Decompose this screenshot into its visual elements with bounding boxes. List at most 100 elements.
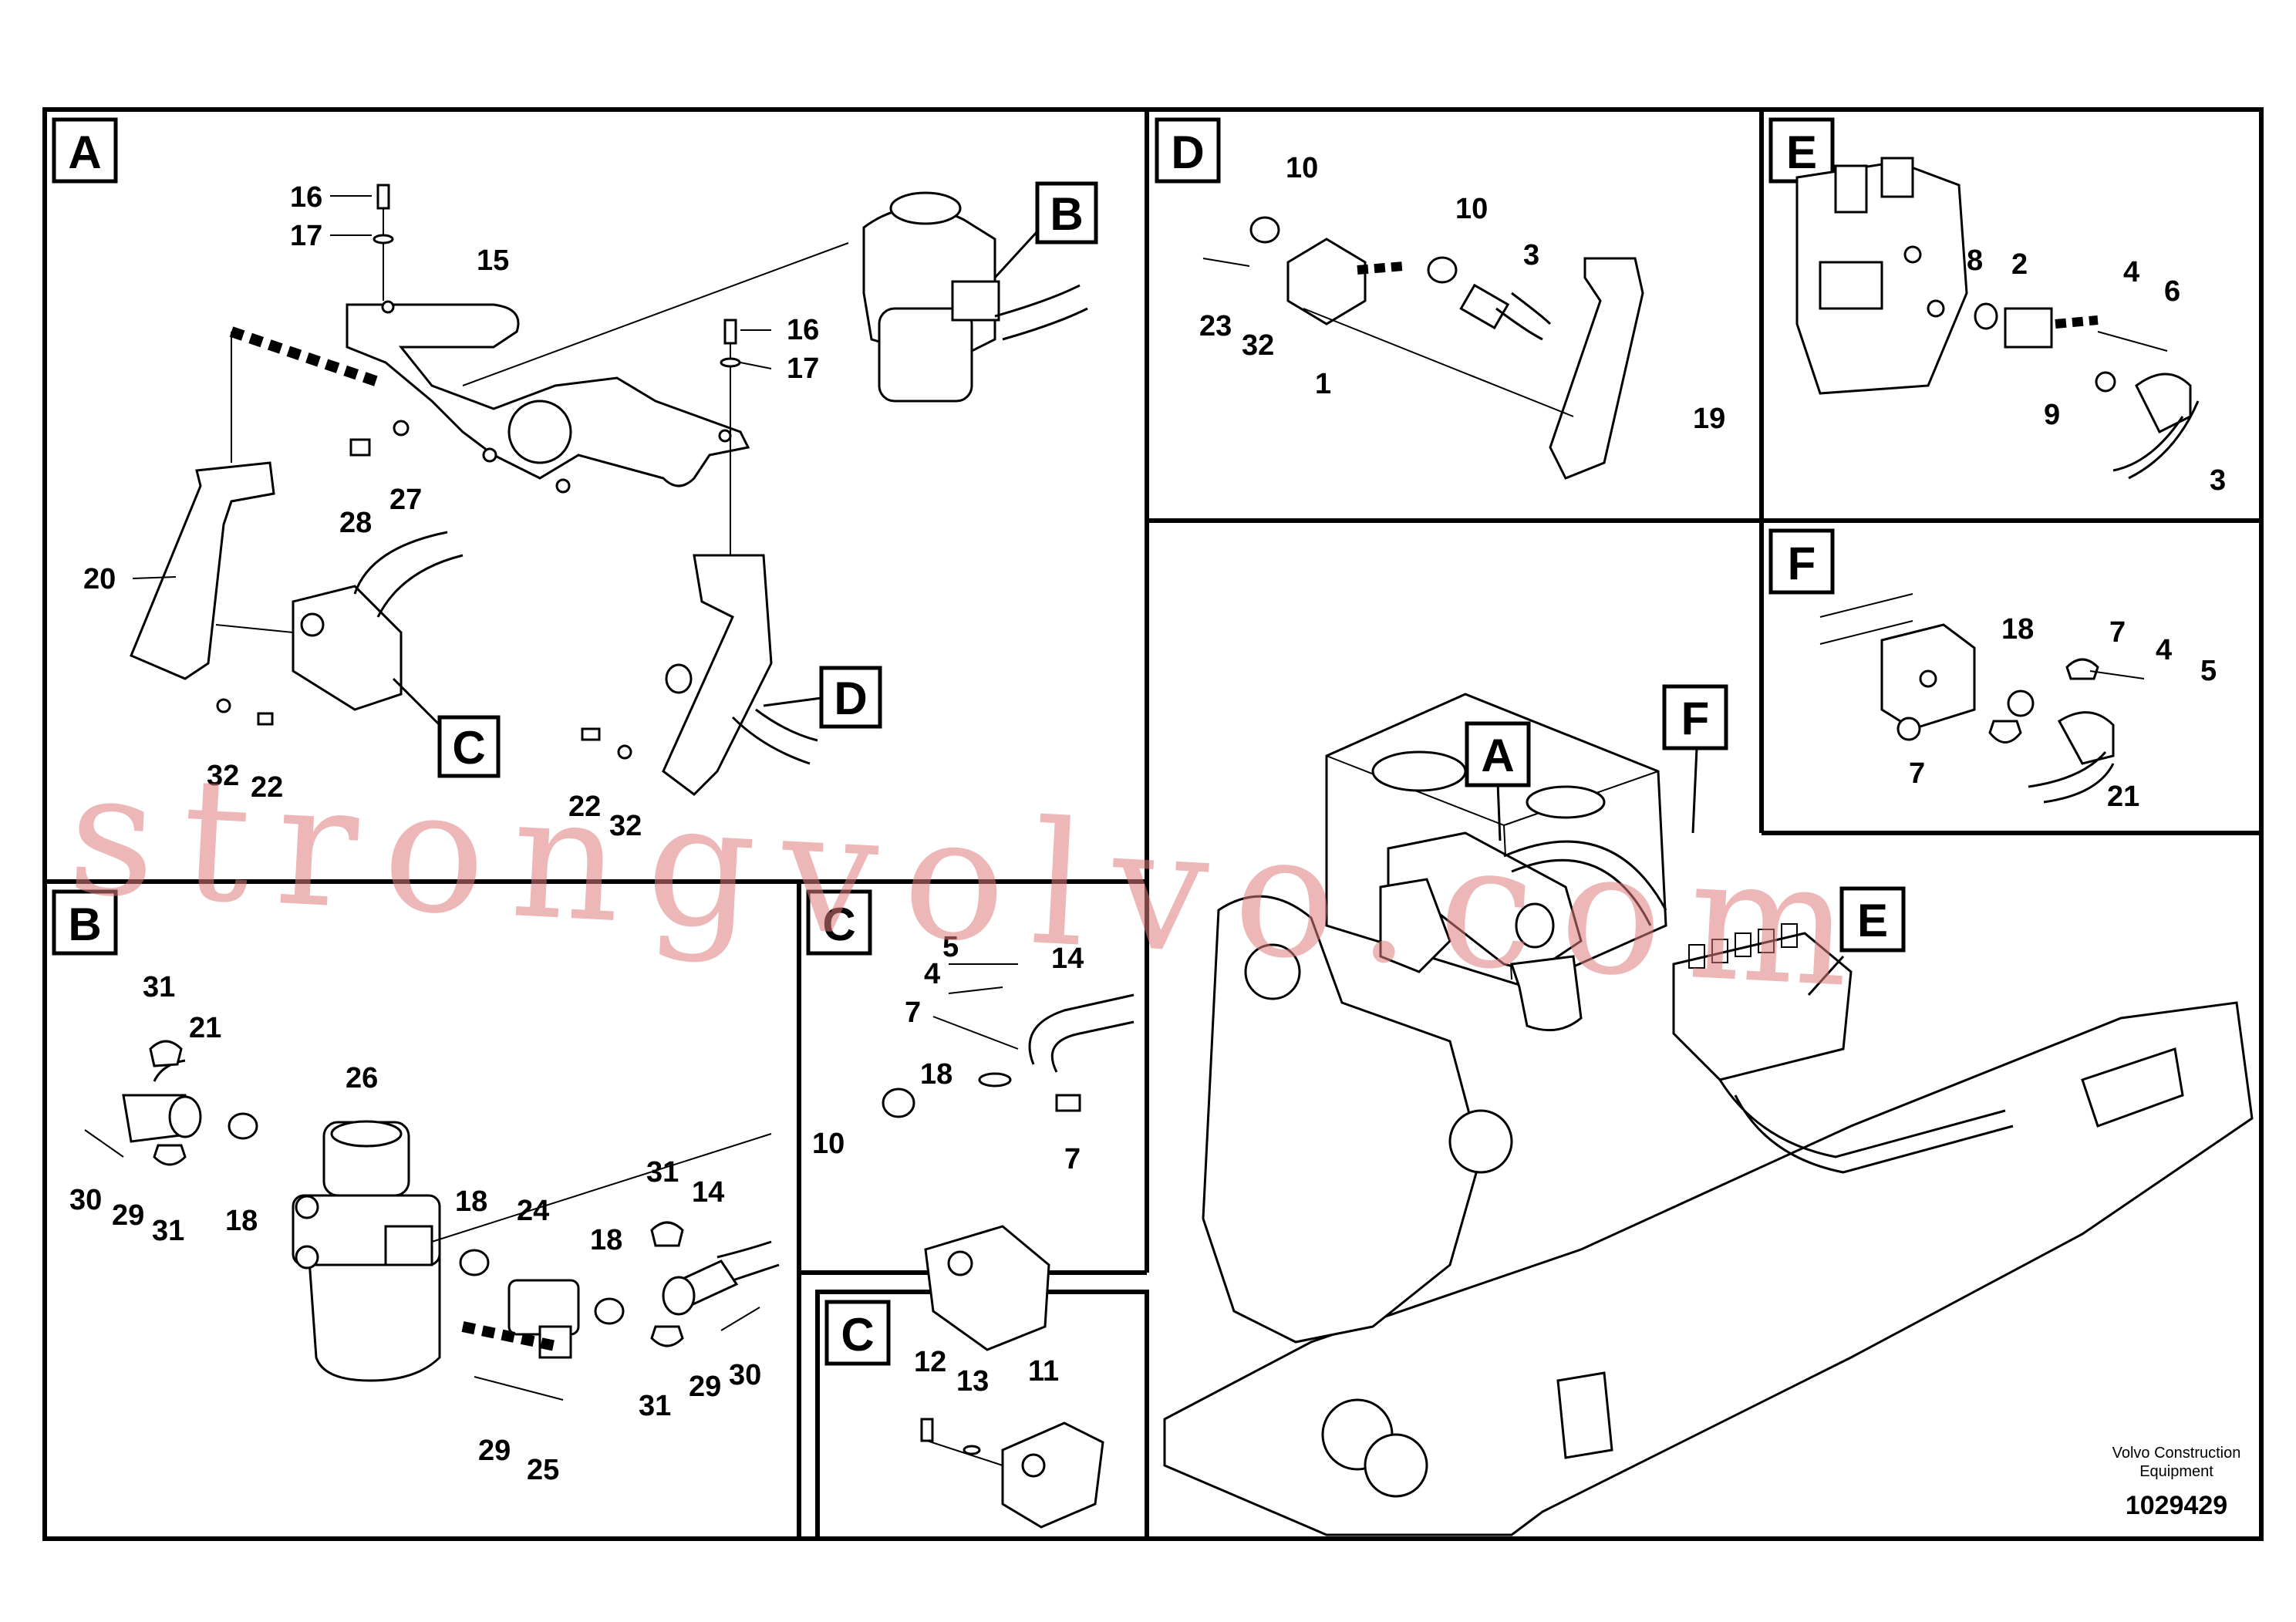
part-label: 26	[346, 1062, 378, 1094]
svg-text:E: E	[1857, 895, 1888, 946]
part-label: 7	[2109, 616, 2126, 649]
panel-c-bottom-drawing	[920, 1418, 1104, 1529]
part-label: 3	[2210, 464, 2226, 497]
part-label: 25	[527, 1454, 559, 1486]
panel-letter-c-top: C	[806, 889, 872, 956]
part-label: 5	[2200, 655, 2217, 687]
part-label: 18	[225, 1205, 258, 1237]
svg-text:A: A	[1481, 730, 1514, 781]
panel-d-drawing	[1202, 216, 1644, 480]
footer: Volvo Construction Equipment 1029429	[2112, 1445, 2241, 1520]
part-label: 21	[189, 1012, 221, 1044]
panel-b-drawing	[84, 1040, 780, 1401]
panel-d-labels: 10 10 3 23 32 1 19	[1199, 152, 1725, 435]
part-label: 6	[2164, 275, 2180, 308]
part-label: 28	[339, 507, 372, 539]
svg-text:C: C	[452, 722, 485, 774]
part-label: 9	[2044, 399, 2060, 431]
part-label: 17	[290, 220, 322, 252]
svg-text:A: A	[68, 126, 101, 178]
part-label: 1	[1315, 368, 1331, 400]
part-label: 32	[207, 760, 239, 792]
part-label: 31	[143, 971, 175, 1003]
part-label: 30	[729, 1359, 761, 1391]
part-label: 14	[692, 1176, 724, 1209]
panel-f-labels: 18 7 4 5 7 21	[1909, 613, 2217, 813]
part-label: 3	[1523, 239, 1539, 271]
svg-text:D: D	[1171, 126, 1204, 178]
panel-letter-c-bottom: C	[824, 1300, 891, 1366]
svg-text:C: C	[822, 899, 855, 950]
part-label: 29	[689, 1371, 721, 1403]
part-label: 2	[2011, 248, 2028, 281]
part-label: 7	[1064, 1143, 1081, 1175]
part-label: 18	[455, 1185, 487, 1218]
part-label: 16	[290, 181, 322, 214]
part-label: 18	[590, 1224, 622, 1256]
part-label: 11	[1028, 1355, 1059, 1388]
svg-text:B: B	[68, 899, 101, 950]
part-label: 31	[639, 1390, 671, 1422]
part-label: 4	[2123, 256, 2139, 288]
panel-e-labels: 8 2 4 6 9 3	[1967, 244, 2226, 497]
part-label: 16	[787, 314, 819, 346]
svg-text:F: F	[1681, 693, 1710, 744]
callout-a-c: C	[392, 677, 501, 778]
svg-text:D: D	[834, 673, 867, 724]
part-label: 4	[924, 958, 940, 990]
part-label: 13	[956, 1365, 989, 1398]
panel-a-labels: 16 17 15 16 17 28 27 20 32 22 22 32	[83, 181, 819, 842]
part-label: 31	[646, 1156, 679, 1189]
panel-letter-a: A	[52, 117, 118, 184]
document-number: 1029429	[2126, 1491, 2227, 1520]
part-label: 10	[812, 1128, 845, 1160]
part-label: 20	[83, 563, 116, 595]
svg-text:E: E	[1786, 126, 1817, 178]
panel-c-top-labels: 5 4 14 7 18 10 7	[812, 931, 1084, 1175]
part-label: 24	[517, 1195, 549, 1227]
panel-c-bottom-labels: 12 13 11	[914, 1346, 1059, 1398]
callout-main-f: F	[1662, 684, 1728, 834]
callout-main-e: E	[1807, 886, 1906, 996]
panel-b-labels: 31 21 26 30 29 31 18 18 24 18 31 14 31 2…	[69, 971, 761, 1486]
part-label: 31	[152, 1215, 184, 1247]
part-label: 27	[389, 484, 422, 516]
panel-letter-d: D	[1155, 117, 1221, 184]
part-label: 8	[1967, 244, 1983, 277]
part-label: 4	[2156, 634, 2172, 666]
part-label: 17	[787, 352, 819, 385]
part-label: 10	[1286, 152, 1318, 184]
svg-text:C: C	[841, 1309, 874, 1361]
part-label: 14	[1051, 943, 1084, 975]
svg-text:B: B	[1050, 188, 1083, 240]
part-label: 18	[2001, 613, 2034, 646]
part-label: 15	[477, 244, 509, 277]
part-label: 22	[568, 791, 601, 823]
part-label: 29	[112, 1199, 144, 1232]
callout-a-b: B	[993, 181, 1098, 279]
part-label: 30	[69, 1184, 102, 1216]
panel-letter-e: E	[1768, 117, 1835, 184]
callout-main-a: A	[1465, 721, 1531, 841]
svg-text:F: F	[1788, 538, 1816, 589]
part-label: 32	[609, 810, 642, 842]
part-label: 29	[478, 1435, 511, 1467]
part-label: 7	[1909, 757, 1925, 790]
part-label: 32	[1242, 329, 1274, 362]
panel-a-drawing	[130, 184, 1088, 796]
part-label: 19	[1693, 403, 1725, 435]
part-label: 12	[914, 1346, 946, 1378]
part-label: 18	[920, 1058, 952, 1091]
part-label: 22	[251, 771, 283, 804]
part-label: 5	[942, 931, 959, 963]
panel-e-drawing	[1795, 157, 2200, 480]
panel-c-top-drawing	[882, 963, 1135, 1351]
callout-a-d: D	[763, 666, 882, 729]
brand-line-2: Equipment	[2139, 1463, 2213, 1480]
panel-f-drawing	[1819, 593, 2145, 804]
panel-letter-b: B	[52, 889, 118, 956]
panel-frames	[42, 107, 2264, 1541]
brand-line-1: Volvo Construction	[2112, 1445, 2241, 1462]
part-label: 10	[1455, 193, 1488, 225]
